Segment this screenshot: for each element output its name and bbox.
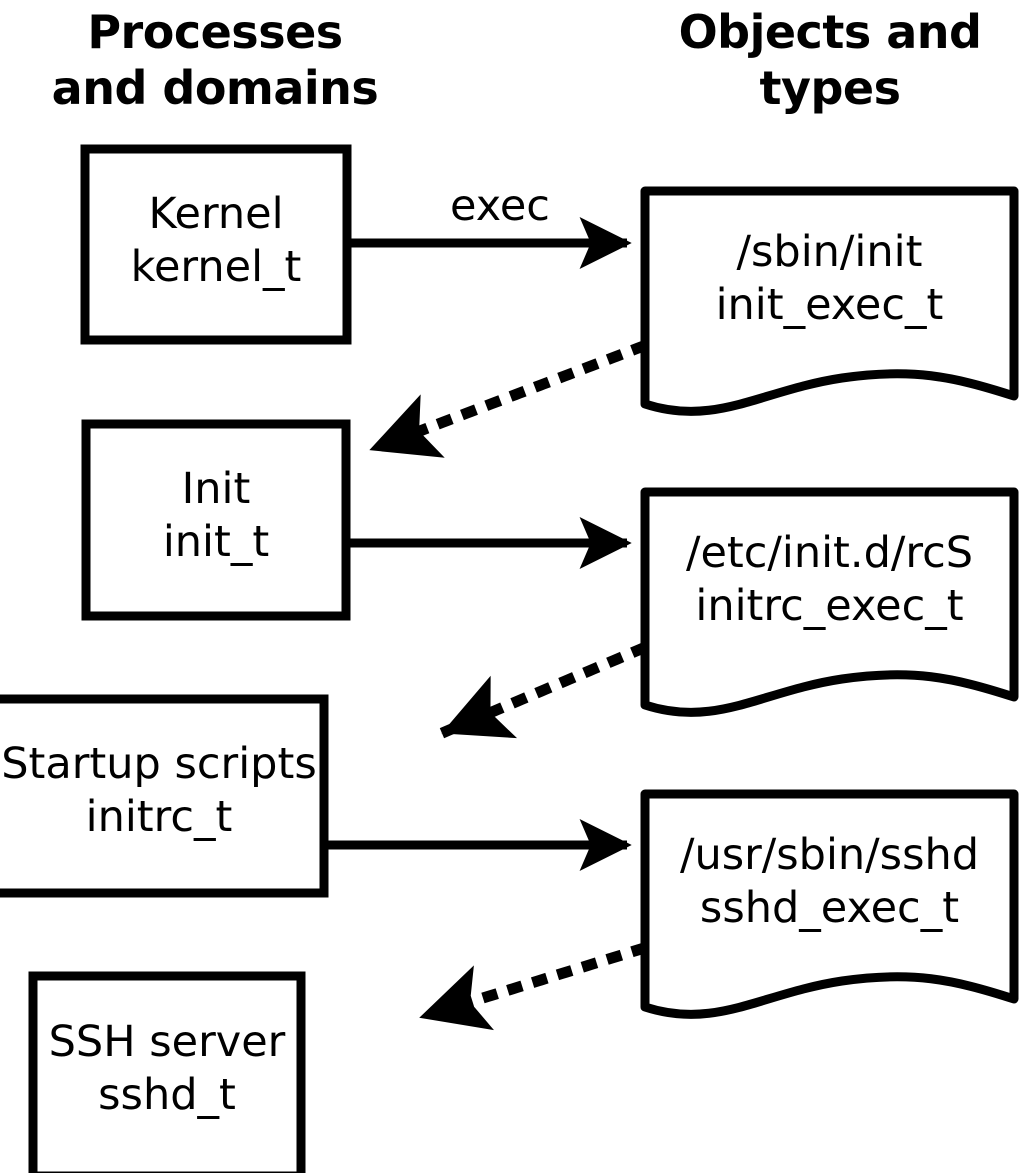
process-box-kernel[interactable] xyxy=(80,144,352,345)
column-header-objects: Objects and types xyxy=(678,5,982,116)
process-box-initrc[interactable] xyxy=(0,694,329,898)
process-box-init[interactable] xyxy=(81,419,351,621)
edge-label-exec: exec xyxy=(450,181,550,231)
process-box-sshd[interactable] xyxy=(28,971,306,1173)
object-doc-sshd-exec[interactable] xyxy=(640,789,1019,1019)
column-header-processes: Processes and domains xyxy=(51,5,379,116)
edge-initrcexec-transition-initrc xyxy=(439,641,649,739)
object-doc-initrc-exec[interactable] xyxy=(640,487,1019,717)
object-doc-init-exec[interactable] xyxy=(640,186,1019,416)
edge-sshdexec-transition-sshd xyxy=(418,942,648,1031)
edge-initexec-transition-init xyxy=(367,339,649,458)
